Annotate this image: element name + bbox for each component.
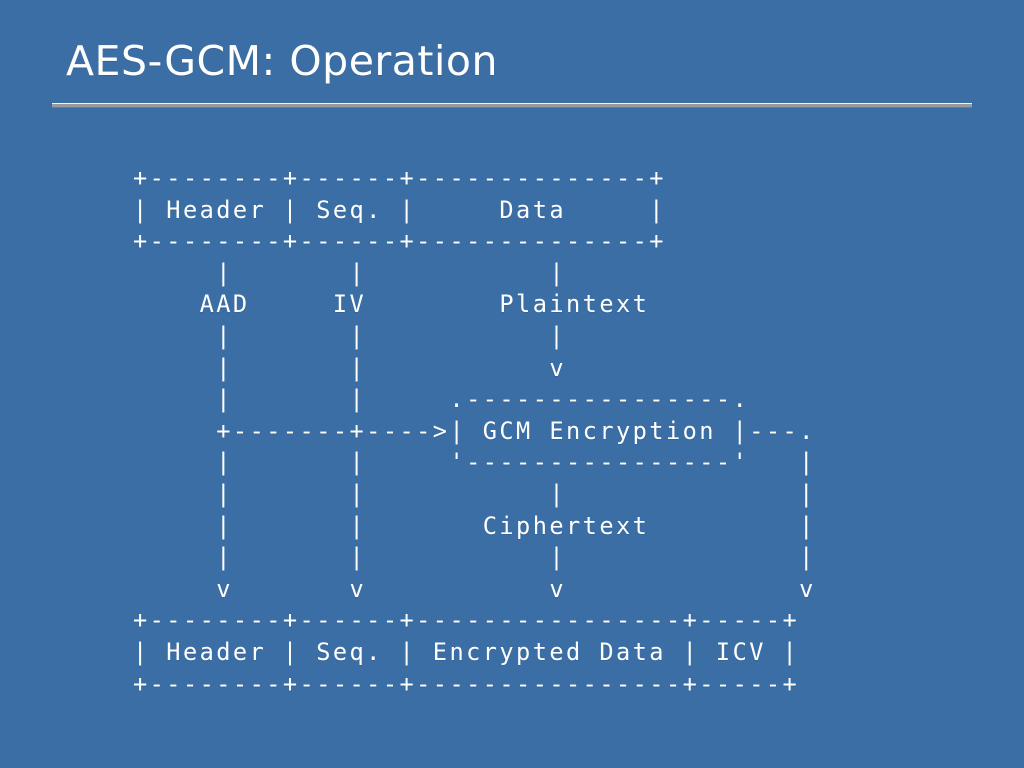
title-underline-rule <box>52 103 972 108</box>
title-block: AES-GCM: Operation <box>52 37 972 85</box>
aes-gcm-operation-diagram: +--------+------+--------------+ | Heade… <box>133 164 816 698</box>
page-title: AES-GCM: Operation <box>66 37 498 85</box>
